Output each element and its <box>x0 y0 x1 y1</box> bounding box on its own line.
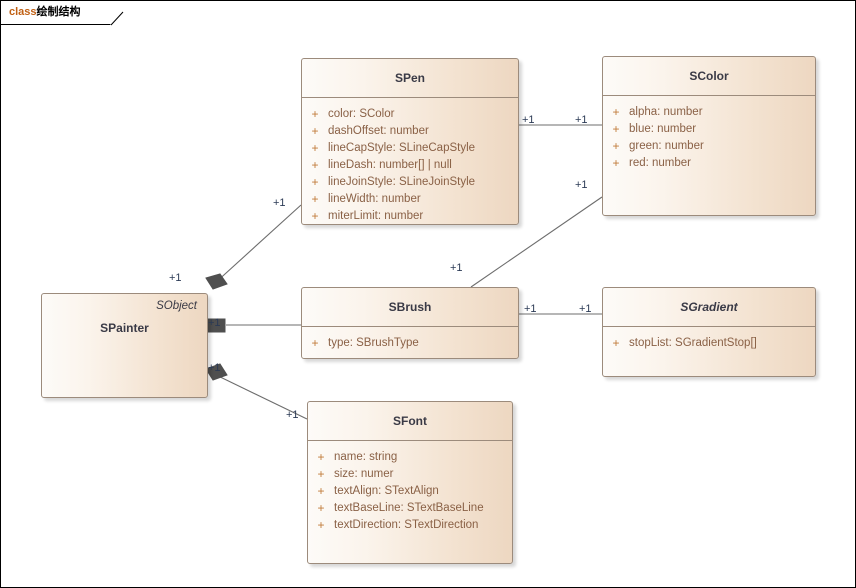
attribute-signature: lineWidth: number <box>328 193 421 205</box>
frame-tab-corner-icon <box>110 1 124 26</box>
attribute-signature: lineJoinStyle: SLineJoinStyle <box>328 176 476 188</box>
attribute-signature: red: number <box>629 157 692 169</box>
attribute-row: + lineWidth: number <box>302 191 518 208</box>
frame-keyword: class <box>9 6 37 18</box>
attribute-row: + type: SBrushType <box>302 335 518 352</box>
visibility-marker: + <box>612 139 620 153</box>
visibility-marker: + <box>317 450 325 464</box>
attribute-row: + size: numer <box>308 466 512 483</box>
aggregation-diamond-sfont <box>205 363 228 381</box>
attribute-row: + lineCapStyle: SLineCapStyle <box>302 140 518 157</box>
attribute-row: + textBaseLine: STextBaseLine <box>308 500 512 517</box>
attribute-row: + stopList: SGradientStop[] <box>603 335 815 352</box>
visibility-marker: + <box>317 518 325 532</box>
visibility-marker: + <box>317 467 325 481</box>
attribute-row: + dashOffset: number <box>302 123 518 140</box>
attribute-signature: green: number <box>629 140 704 152</box>
aggregation-diamond-sbrush <box>207 318 226 333</box>
attribute-row: + green: number <box>603 138 815 155</box>
class-sfont-title: SFont <box>308 402 512 441</box>
multiplicity-sbrush-sgradient-source: +1 <box>524 303 537 315</box>
multiplicity-spainter-sbrush-source: +1 <box>208 317 221 329</box>
attribute-signature: size: numer <box>334 468 394 480</box>
link-spainter-sfont <box>213 373 308 420</box>
class-scolor-title: SColor <box>603 57 815 96</box>
class-box-sbrush[interactable]: SBrush + type: SBrushType <box>301 287 519 359</box>
attribute-row: + color: SColor <box>302 106 518 123</box>
multiplicity-scolor-sbrush-target: +1 <box>575 179 588 191</box>
visibility-marker: + <box>612 122 620 136</box>
multiplicity-spen-scolor-target: +1 <box>575 114 588 126</box>
visibility-marker: + <box>317 484 325 498</box>
visibility-marker: + <box>311 124 319 138</box>
attribute-signature: type: SBrushType <box>328 337 419 349</box>
class-sgradient-title: SGradient <box>603 288 815 327</box>
link-scolor-sbrush <box>470 196 603 288</box>
visibility-marker: + <box>311 141 319 155</box>
attribute-row: + blue: number <box>603 121 815 138</box>
attribute-row: + textAlign: STextAlign <box>308 483 512 500</box>
class-box-spainter[interactable]: SObject SPainter <box>41 293 208 398</box>
multiplicity-sfont-target: +1 <box>286 409 299 421</box>
class-scolor-attributes: + alpha: number + blue: number + green: … <box>603 96 815 172</box>
diagram-frame-title-tab[interactable]: class绘制结构 <box>1 1 111 25</box>
multiplicity-spainter-sfont-source: +1 <box>208 362 221 374</box>
attribute-signature: dashOffset: number <box>328 125 429 137</box>
attribute-row: + lineDash: number[] | null <box>302 157 518 174</box>
frame-name: 绘制结构 <box>36 6 81 18</box>
multiplicity-spainter-spen-source: +1 <box>169 272 182 284</box>
multiplicity-spen-target: +1 <box>273 197 286 209</box>
attribute-signature: miterLimit: number <box>328 210 424 222</box>
link-spainter-spen <box>213 204 302 285</box>
multiplicity-spen-scolor-source: +1 <box>522 114 535 126</box>
class-spainter-name: SPainter <box>100 321 149 335</box>
visibility-marker: + <box>317 501 325 515</box>
class-box-spen[interactable]: SPen + color: SColor + dashOffset: numbe… <box>301 58 519 225</box>
attribute-row: + name: string <box>308 449 512 466</box>
class-sgradient-attributes: + stopList: SGradientStop[] <box>603 327 815 352</box>
attribute-signature: blue: number <box>629 123 697 135</box>
multiplicity-sbrush-sgradient-target: +1 <box>579 303 592 315</box>
class-spainter-stereotype: SObject <box>156 300 197 312</box>
attribute-signature: alpha: number <box>629 106 703 118</box>
attribute-signature: lineCapStyle: SLineCapStyle <box>328 142 476 154</box>
attribute-row: + miterLimit: number <box>302 208 518 224</box>
attribute-signature: color: SColor <box>328 108 395 120</box>
attribute-row: + lineJoinStyle: SLineJoinStyle <box>302 174 518 191</box>
class-sbrush-attributes: + type: SBrushType <box>302 327 518 352</box>
attribute-signature: stopList: SGradientStop[] <box>629 337 757 349</box>
attribute-signature: textBaseLine: STextBaseLine <box>334 502 484 514</box>
visibility-marker: + <box>311 209 319 223</box>
attribute-signature: textDirection: STextDirection <box>334 519 479 531</box>
visibility-marker: + <box>311 107 319 121</box>
class-spen-attributes: + color: SColor + dashOffset: number + l… <box>302 98 518 224</box>
attribute-signature: lineDash: number[] | null <box>328 159 452 171</box>
class-spen-title: SPen <box>302 59 518 98</box>
class-box-scolor[interactable]: SColor + alpha: number + blue: number + … <box>602 56 816 216</box>
attribute-row: + alpha: number <box>603 104 815 121</box>
visibility-marker: + <box>311 192 319 206</box>
visibility-marker: + <box>311 336 319 350</box>
visibility-marker: + <box>612 156 620 170</box>
frame-title-text: class绘制结构 <box>9 7 81 18</box>
attribute-row: + textDirection: STextDirection <box>308 517 512 534</box>
class-box-sgradient[interactable]: SGradient + stopList: SGradientStop[] <box>602 287 816 377</box>
aggregation-diamond-spen <box>205 273 228 290</box>
class-box-sfont[interactable]: SFont + name: string + size: numer + tex… <box>307 401 513 564</box>
class-sfont-attributes: + name: string + size: numer + textAlign… <box>308 441 512 534</box>
attribute-signature: textAlign: STextAlign <box>334 485 439 497</box>
visibility-marker: + <box>311 158 319 172</box>
visibility-marker: + <box>612 105 620 119</box>
attribute-row: + red: number <box>603 155 815 172</box>
multiplicity-sbrush-scolor-source: +1 <box>450 262 463 274</box>
attribute-signature: name: string <box>334 451 398 463</box>
visibility-marker: + <box>311 175 319 189</box>
visibility-marker: + <box>612 336 620 350</box>
class-sbrush-title: SBrush <box>302 288 518 327</box>
